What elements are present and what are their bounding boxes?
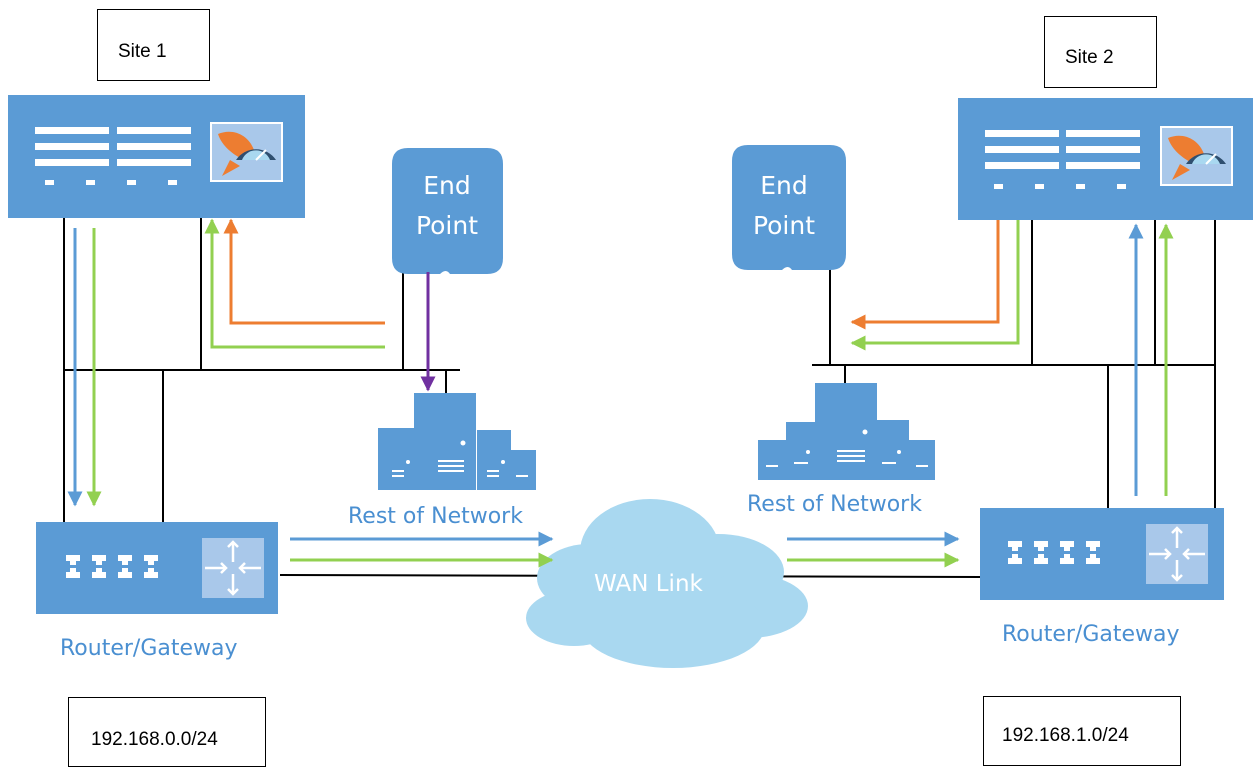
site2-subnet-box: 192.168.1.0/24 bbox=[983, 696, 1181, 766]
site1-server-cluster-icon bbox=[378, 393, 536, 490]
site2-green-arrow bbox=[850, 220, 1020, 351]
site1-orange-return-arrow bbox=[223, 218, 385, 325]
wan-label: WAN Link bbox=[594, 571, 703, 597]
site2-subnet-label: 192.168.1.0/24 bbox=[1002, 725, 1129, 746]
site1-appliance bbox=[8, 95, 305, 218]
site2-router bbox=[980, 508, 1224, 600]
site1-endpoint-label: End Point bbox=[415, 171, 479, 240]
site2-label: Site 2 bbox=[1065, 47, 1114, 68]
site2-label-box: Site 2 bbox=[1044, 16, 1157, 88]
site2-orange-arrow bbox=[850, 220, 1000, 330]
rocket-gauge-icon bbox=[210, 122, 283, 182]
traffic-arrows bbox=[67, 218, 1174, 568]
site1-router-label: Router/Gateway bbox=[60, 636, 238, 661]
site1-label: Site 1 bbox=[118, 41, 167, 62]
site1-subnet-box: 192.168.0.0/24 bbox=[68, 697, 266, 767]
site2-router-label: Router/Gateway bbox=[1002, 622, 1180, 647]
site1-label-box: Site 1 bbox=[97, 9, 210, 81]
site2-network-label: Rest of Network bbox=[747, 492, 922, 517]
site2-endpoint-shape bbox=[732, 145, 846, 270]
site1-network-label: Rest of Network bbox=[348, 504, 523, 529]
site2-appliance bbox=[958, 98, 1253, 220]
site1-endpoint-shape bbox=[392, 148, 503, 274]
wan-cloud bbox=[526, 499, 808, 668]
router-arrows-icon bbox=[202, 538, 264, 598]
site2-endpoint-label: End Point bbox=[752, 171, 816, 240]
site1-router bbox=[36, 522, 278, 614]
site2-server-cluster-icon bbox=[758, 383, 935, 480]
rocket-gauge-icon bbox=[1160, 126, 1233, 186]
site1-subnet-label: 192.168.0.0/24 bbox=[91, 729, 218, 750]
router-arrows-icon bbox=[1146, 524, 1208, 584]
site1-green-return-arrow bbox=[204, 218, 385, 349]
